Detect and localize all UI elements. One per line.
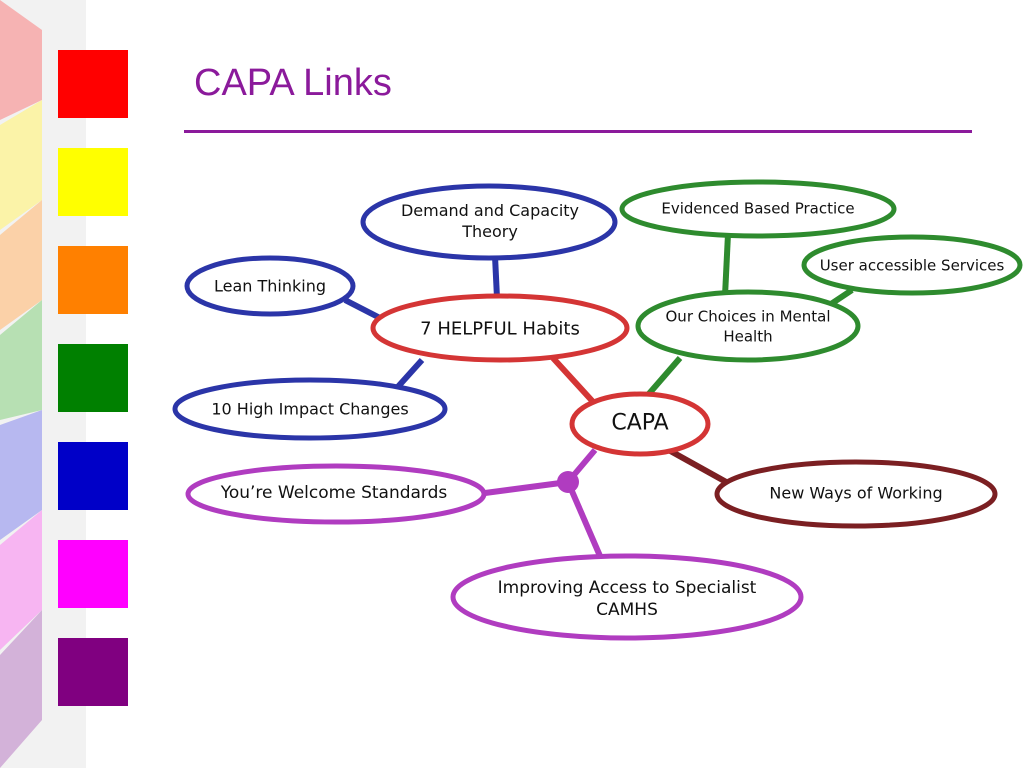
bubble-10-high-impact — [172, 377, 448, 441]
node-our-choices: Our Choices in Mental Health — [666, 308, 831, 347]
connector-habits-capa — [550, 355, 598, 407]
node-our-choices-line1: Our Choices in Mental — [665, 307, 831, 326]
connector-hub-welcome — [484, 479, 569, 496]
bubble-7-habits — [370, 293, 630, 363]
node-new-ways: New Ways of Working — [769, 483, 943, 503]
magenta-swatch — [58, 540, 128, 608]
connector-choices-capa — [644, 356, 683, 398]
connector-demand-habits — [492, 255, 500, 299]
connector-capa-newways — [663, 445, 730, 486]
bubble-demand-capacity — [360, 183, 618, 261]
node-7-helpful-habits: 7 HELPFUL Habits — [420, 318, 580, 340]
node-improving-access-line2: CAMHS — [596, 600, 658, 620]
title-underline — [184, 130, 972, 133]
yellow-swatch — [58, 148, 128, 216]
bubble-evidenced — [619, 179, 897, 239]
node-demand-capacity-line2: Theory — [462, 222, 518, 241]
node-lean-thinking: Lean Thinking — [213, 276, 327, 296]
node-improving-access: Improving Access to Specialist CAMHS — [498, 577, 757, 621]
node-capa: CAPA — [611, 410, 669, 436]
node-our-choices-line2: Health — [723, 327, 773, 345]
bubble-capa — [569, 391, 711, 457]
node-evidenced-practice: Evidenced Based Practice — [661, 199, 855, 218]
node-demand-capacity: Demand and Capacity Theory — [401, 201, 579, 243]
bubble-improving — [450, 553, 804, 641]
slide-title: CAPA Links — [194, 62, 392, 104]
node-10-high-impact: 10 High Impact Changes — [211, 399, 409, 419]
orange-swatch — [58, 246, 128, 314]
connector-evidenced-choices — [722, 233, 731, 297]
node-improving-access-line1: Improving Access to Specialist — [497, 577, 757, 598]
purple-swatch — [58, 638, 128, 706]
blue-swatch — [58, 442, 128, 510]
connector-hub-improving — [565, 480, 603, 558]
node-welcome-standards: You’re Welcome Standards — [220, 482, 448, 503]
bubble-lean-thinking — [184, 255, 356, 317]
bubble-welcome — [185, 463, 487, 525]
bubble-user-accessible — [801, 234, 1023, 296]
bubble-new-ways — [714, 459, 998, 529]
red-swatch — [58, 50, 128, 118]
connector-hub — [557, 471, 579, 493]
green-swatch — [58, 344, 128, 412]
node-demand-capacity-line1: Demand and Capacity — [400, 201, 580, 221]
connector-lean-habits — [343, 297, 382, 321]
node-user-accessible: User accessible Services — [819, 256, 1005, 275]
bubble-our-choices — [635, 289, 861, 363]
